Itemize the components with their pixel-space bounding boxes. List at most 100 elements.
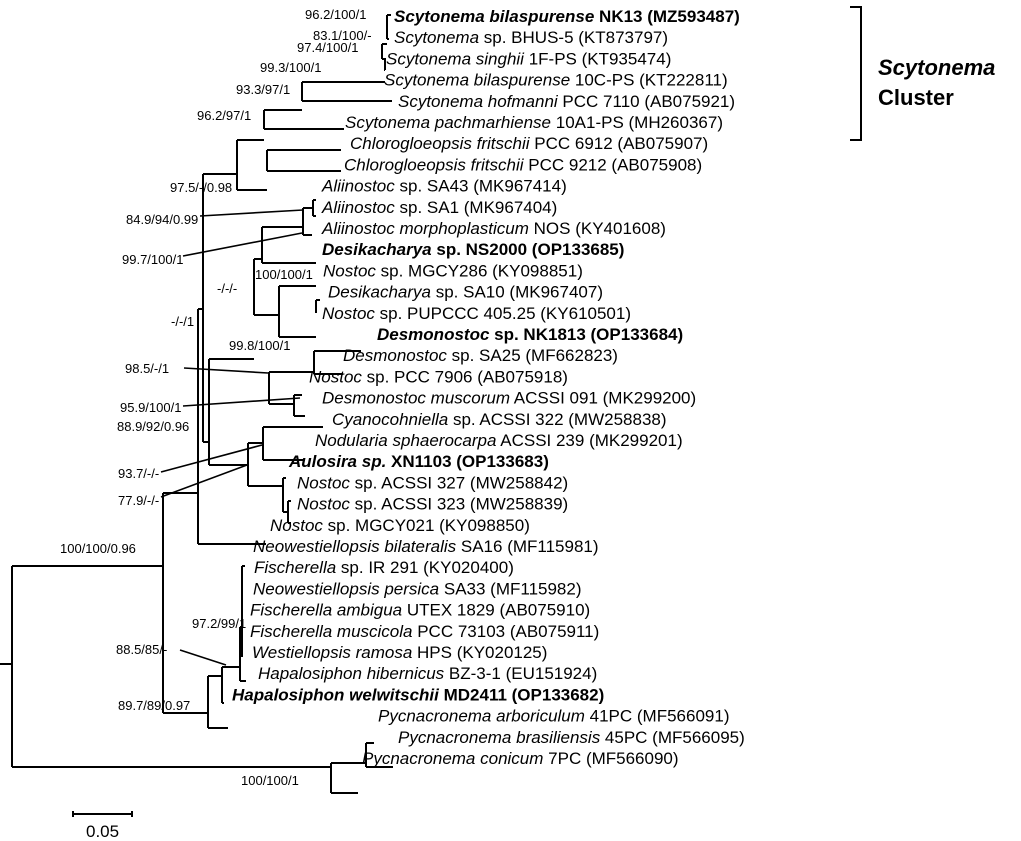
leaf-strain-accession: ACSSI 239 (MK299201)	[496, 431, 682, 450]
support-value: 93.3/97/1	[236, 82, 290, 97]
support-leader-line	[199, 209, 304, 217]
leaf-strain-accession: 45PC (MF566095)	[600, 728, 745, 747]
support-value: 99.3/100/1	[260, 60, 321, 75]
leaf-taxon-name: Aliinostoc morphoplasticum	[321, 219, 529, 238]
leaf-label: Nostoc sp. MGCY286 (KY098851)	[323, 261, 583, 280]
leaf-taxon-name: Fischerella muscicola	[250, 622, 413, 641]
leaf-taxon-name: Chlorogloeopsis fritschii	[344, 155, 525, 174]
leaf-label: Aulosira sp. XN1103 (OP133683)	[288, 452, 549, 471]
leaf-label: Desikacharya sp. SA10 (MK967407)	[328, 283, 603, 302]
leaf-strain-accession: sp. PUPCCC 405.25 (KY610501)	[375, 304, 631, 323]
scale-bar: 0.05	[72, 811, 133, 841]
support-value: 98.5/-/1	[125, 361, 169, 376]
support-value: 93.7/-/-	[118, 466, 159, 481]
leaf-strain-accession: MD2411 (OP133682)	[439, 685, 604, 704]
leaf-label: Hapalosiphon hibernicus BZ-3-1 (EU151924…	[258, 664, 597, 683]
leaf-taxon-name: Aliinostoc	[321, 177, 395, 196]
leaf-taxon-name: Fischerella ambigua	[250, 601, 402, 620]
leaf-label: Scytonema bilaspurense NK13 (MZ593487)	[394, 7, 740, 26]
leaf-label: Westiellopsis ramosa HPS (KY020125)	[252, 643, 547, 662]
leaf-strain-accession: sp. NK1813 (OP133684)	[489, 325, 683, 344]
leaf-strain-accession: SA33 (MF115982)	[439, 579, 581, 598]
leaf-label: Fischerella muscicola PCC 73103 (AB07591…	[250, 622, 599, 641]
leaf-taxon-name: Neowestiellopsis bilateralis	[253, 537, 457, 556]
leaf-taxon-name: Scytonema singhii	[386, 49, 525, 68]
leaf-strain-accession: 7PC (MF566090)	[543, 749, 678, 768]
leaf-strain-accession: 1F-PS (KT935474)	[524, 49, 671, 68]
leaf-label: Nostoc sp. PUPCCC 405.25 (KY610501)	[322, 304, 631, 323]
leaf-label: Desikacharya sp. NS2000 (OP133685)	[322, 240, 624, 259]
support-value: 100/100/1	[241, 773, 299, 788]
leaf-label: Chlorogloeopsis fritschii PCC 9212 (AB07…	[344, 155, 702, 174]
leaf-label: Nostoc sp. ACSSI 327 (MW258842)	[297, 473, 568, 492]
leaf-strain-accession: NK13 (MZ593487)	[594, 7, 740, 26]
leaf-label: Aliinostoc morphoplasticum NOS (KY401608…	[321, 219, 666, 238]
support-leader-line	[182, 232, 303, 257]
leaf-taxon-name: Nostoc	[297, 495, 350, 514]
leaf-label: Fischerella sp. IR 291 (KY020400)	[254, 558, 514, 577]
leaf-taxon-name: Neowestiellopsis persica	[253, 579, 439, 598]
leaf-strain-accession: sp. BHUS-5 (KT873797)	[479, 28, 668, 47]
leaf-taxon-name: Aliinostoc	[321, 198, 395, 217]
leaf-taxon-name: Desmonostoc muscorum	[322, 389, 510, 408]
support-value: 97.2/99/1	[192, 616, 246, 631]
scytonema-cluster-bracket: Scytonema Cluster	[850, 6, 995, 141]
leaf-taxon-name: Desmonostoc	[343, 346, 447, 365]
leaf-taxon-name: Fischerella	[254, 558, 336, 577]
leaf-strain-accession: 10A1-PS (MH260367)	[551, 113, 723, 132]
support-value: 88.5/85/-	[116, 642, 167, 657]
leaf-taxon-name: Pycnacronema conicum	[362, 749, 543, 768]
leaf-label: Scytonema singhii 1F-PS (KT935474)	[386, 49, 671, 68]
leaf-strain-accession: sp. SA10 (MK967407)	[431, 283, 603, 302]
leaf-taxon-name: Scytonema bilaspurense	[384, 71, 570, 90]
leaf-strain-accession: sp. ACSSI 327 (MW258842)	[350, 473, 568, 492]
leaf-label: Scytonema sp. BHUS-5 (KT873797)	[394, 28, 668, 47]
scale-bar-label: 0.05	[86, 822, 119, 841]
leaf-label: Nostoc sp. PCC 7906 (AB075918)	[309, 367, 568, 386]
leaf-label: Aliinostoc sp. SA43 (MK967414)	[321, 177, 567, 196]
leaf-taxon-name: Nodularia sphaerocarpa	[315, 431, 496, 450]
leaf-strain-accession: XN1103 (OP133683)	[386, 452, 549, 471]
leaf-taxon-name: Nostoc	[323, 261, 376, 280]
leaf-taxon-name: Pycnacronema arboriculum	[378, 707, 585, 726]
leaf-strain-accession: sp. NS2000 (OP133685)	[432, 240, 625, 259]
leaf-label: Chlorogloeopsis fritschii PCC 6912 (AB07…	[350, 134, 708, 153]
support-value: 97.5/-/0.98	[170, 180, 232, 195]
leaf-taxon-name: Aulosira sp.	[288, 452, 386, 471]
leaf-strain-accession: sp. MGCY286 (KY098851)	[376, 261, 583, 280]
leaf-label: Nostoc sp. MGCY021 (KY098850)	[270, 516, 530, 535]
leaf-taxon-name: Nostoc	[270, 516, 323, 535]
support-value: 97.4/100/1	[297, 40, 358, 55]
support-leader-line	[160, 464, 248, 498]
leaf-taxon-name: Scytonema hofmanni	[398, 92, 559, 111]
leaf-taxon-name: Scytonema bilaspurense	[394, 7, 594, 26]
leaf-taxon-name: Cyanocohniella	[332, 410, 448, 429]
support-leader-line	[182, 397, 301, 407]
support-value: -/-/1	[171, 314, 194, 329]
leaf-strain-accession: PCC 6912 (AB075907)	[530, 134, 709, 153]
support-leader-line	[183, 367, 269, 374]
leaf-label: Scytonema hofmanni PCC 7110 (AB075921)	[398, 92, 735, 111]
leaf-strain-accession: HPS (KY020125)	[412, 643, 547, 662]
leaf-taxon-name: Scytonema pachmarhiense	[345, 113, 551, 132]
leaf-taxon-name: Nostoc	[297, 473, 350, 492]
leaf-taxon-name: Desikacharya	[322, 240, 432, 259]
leaf-label: Aliinostoc sp. SA1 (MK967404)	[321, 198, 557, 217]
leaf-label: Scytonema bilaspurense 10C-PS (KT222811)	[384, 71, 728, 90]
clade-label-cluster: Cluster	[878, 85, 954, 110]
leaf-strain-accession: NOS (KY401608)	[529, 219, 666, 238]
leaf-taxon-name: Pycnacronema brasiliensis	[398, 728, 601, 747]
support-value: 95.9/100/1	[120, 400, 181, 415]
leaf-taxon-name: Chlorogloeopsis fritschii	[350, 134, 531, 153]
leaf-label: Desmonostoc sp. SA25 (MF662823)	[343, 346, 618, 365]
clade-label-genus: Scytonema	[878, 55, 995, 80]
leaf-label: Nostoc sp. ACSSI 323 (MW258839)	[297, 495, 568, 514]
leaf-strain-accession: ACSSI 091 (MK299200)	[510, 389, 696, 408]
leaf-strain-accession: 10C-PS (KT222811)	[570, 71, 727, 90]
leaf-taxon-name: Westiellopsis ramosa	[252, 643, 412, 662]
leaf-strain-accession: sp. SA43 (MK967414)	[395, 177, 567, 196]
support-value: 96.2/97/1	[197, 108, 251, 123]
support-value: -/-/-	[217, 281, 237, 296]
support-leader-line	[179, 649, 227, 666]
